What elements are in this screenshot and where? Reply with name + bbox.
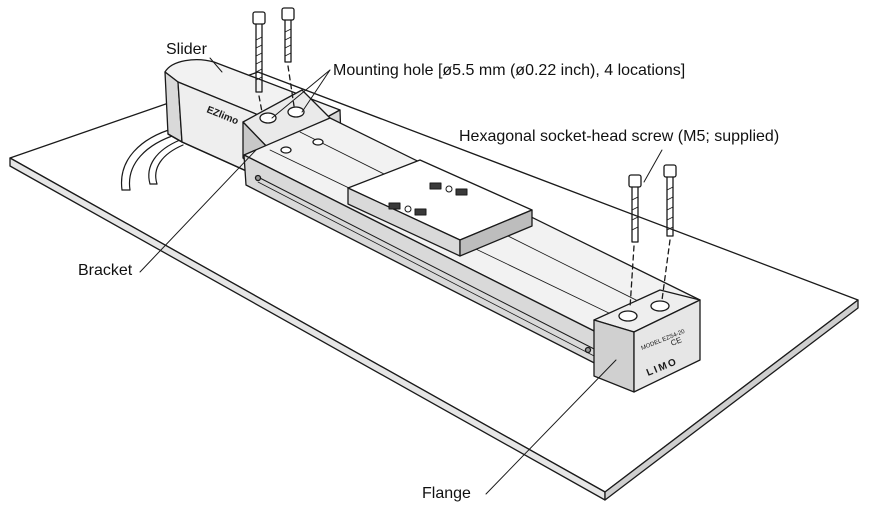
screw-right-2 (661, 164, 677, 301)
label-mounting-hole: Mounting hole [ø5.5 mm (ø0.22 inch), 4 l… (333, 62, 686, 79)
slider-table (347, 159, 533, 257)
label-bracket: Bracket (78, 262, 133, 279)
motor-cables (120, 127, 184, 191)
label-flange: Flange (422, 485, 471, 502)
screw-left-1 (252, 11, 266, 113)
screw-left-2 (281, 7, 295, 107)
base-plate (9, 71, 859, 501)
label-hex-screw: Hexagonal socket-head screw (M5; supplie… (459, 128, 780, 145)
slider-indicators (388, 182, 468, 216)
leader-lines (139, 57, 663, 495)
ce-mark: CE (669, 335, 683, 348)
flange-block (593, 289, 701, 393)
label-slider: Slider (166, 41, 207, 58)
screw-right-1 (628, 174, 642, 309)
